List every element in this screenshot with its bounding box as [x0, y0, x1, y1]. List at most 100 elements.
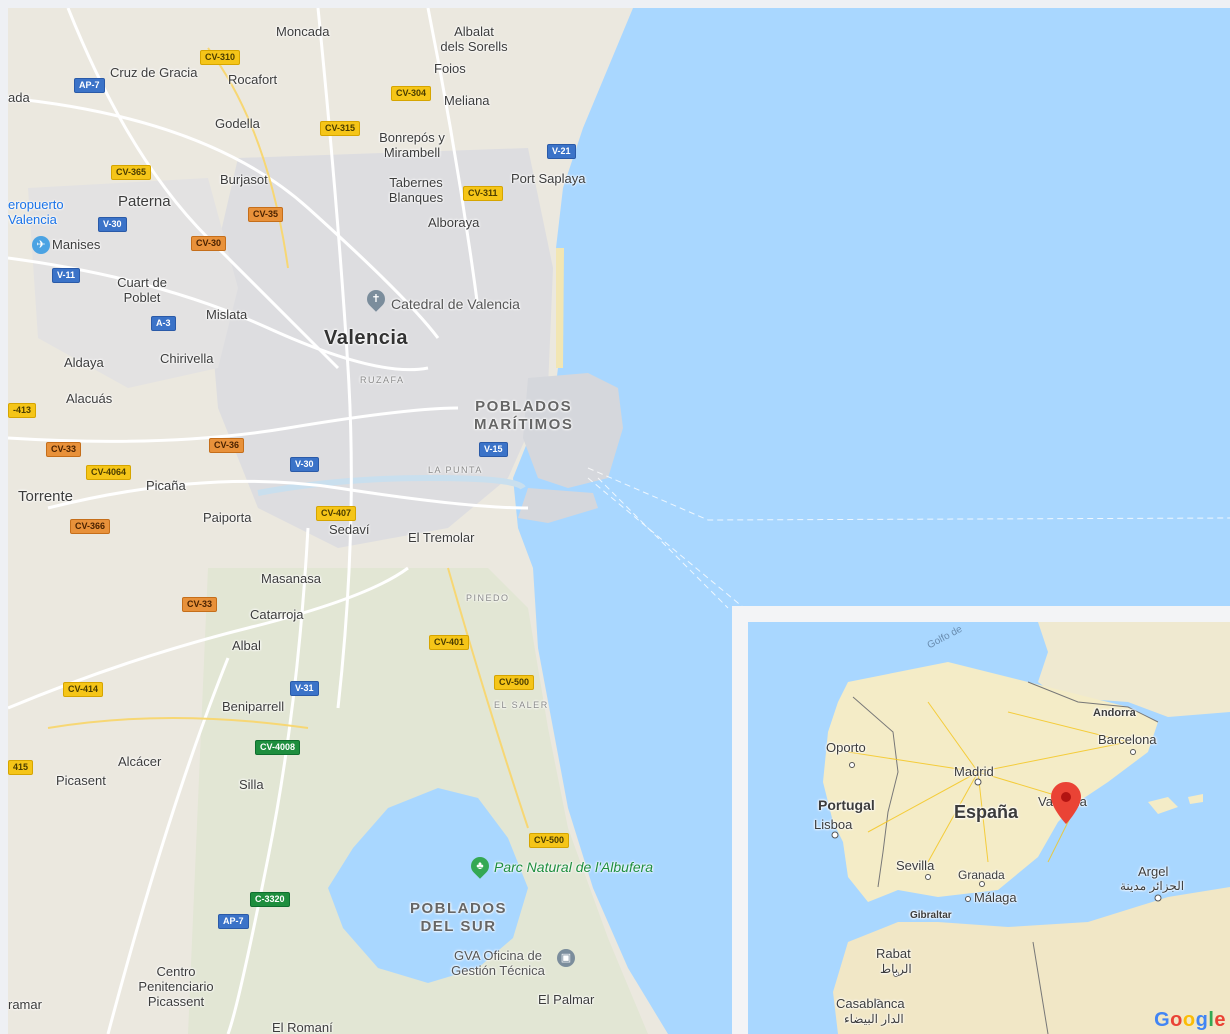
poi-gva-oficina[interactable]: GVA Oficina de Gestión Técnica — [451, 948, 545, 978]
district-pinedo: PINEDO — [466, 593, 510, 603]
road-shield: CV-35 — [248, 207, 284, 222]
place-chirivella: Chirivella — [160, 351, 214, 366]
inset-label-madrid: Madrid — [954, 764, 994, 779]
inset-label-oporto: Oporto — [826, 740, 866, 755]
place-meliana: Meliana — [444, 93, 490, 108]
road-shield: 415 — [8, 760, 34, 775]
place-albalat: Albalat dels Sorells — [440, 24, 508, 54]
inset-label-granada: Granada — [958, 868, 1005, 882]
road-shield: CV-365 — [111, 165, 152, 180]
inset-overview-panel[interactable]: Golfo de Andorra Barcelona Oporto Madrid… — [732, 606, 1230, 1034]
poi-albufera[interactable]: Parc Natural de l'Albufera — [494, 859, 654, 875]
road-shield: AP-7 — [74, 78, 105, 93]
district-poblados-maritimos: POBLADOS MARÍTIMOS — [474, 398, 574, 433]
road-shield: CV-366 — [70, 519, 111, 534]
road-shield: CV-500 — [494, 675, 535, 690]
place-el-palmar: El Palmar — [538, 992, 595, 1007]
district-poblados-del-sur: POBLADOS DEL SUR — [410, 900, 508, 935]
road-shield: V-21 — [547, 144, 576, 159]
inset-label-casablanca: Casablanca — [836, 996, 905, 1011]
park-icon[interactable]: ♣ — [467, 853, 493, 879]
inset-label-casablanca-ar: الدار البيضاء — [844, 1012, 904, 1026]
inset-label-rabat-ar: الرباط — [880, 962, 912, 976]
inset-label-portugal: Portugal — [818, 797, 875, 813]
district-la-punta: LA PUNTA — [428, 465, 483, 475]
place-tabernes: Tabernes Blanques — [388, 175, 444, 205]
inset-label-sevilla: Sevilla — [896, 858, 935, 873]
place-sedavi: Sedaví — [329, 522, 370, 537]
place-el-romani: El Romaní — [272, 1020, 333, 1034]
inset-label-malaga: Málaga — [974, 890, 1017, 905]
inset-label-barcelona: Barcelona — [1098, 732, 1157, 747]
place-torrente: Torrente — [18, 488, 74, 505]
inset-label-rabat: Rabat — [876, 946, 911, 961]
place-port-saplaya: Port Saplaya — [511, 171, 586, 186]
road-shield: CV-315 — [320, 121, 361, 136]
office-icon[interactable]: ▣ — [557, 949, 575, 967]
inset-label-lisboa: Lisboa — [814, 817, 853, 832]
inset-map[interactable]: Golfo de Andorra Barcelona Oporto Madrid… — [748, 622, 1230, 1034]
city-valencia: Valencia — [324, 327, 409, 349]
road-shield: CV-33 — [46, 442, 82, 457]
inset-label-argel-ar: الجزائر مدينة — [1120, 879, 1185, 893]
inset-label-andorra: Andorra — [1093, 707, 1136, 719]
road-shield: V-11 — [52, 268, 81, 283]
road-shield: CV-407 — [316, 506, 357, 521]
road-shield: C-3320 — [250, 892, 290, 907]
place-albal: Albal — [232, 638, 261, 653]
poi-catedral[interactable]: Catedral de Valencia — [391, 296, 520, 312]
district-ruzafa: RUZAFA — [360, 375, 405, 385]
road-shield: V-30 — [290, 457, 319, 472]
place-alcacer: Alcácer — [118, 754, 162, 769]
road-shield: CV-30 — [191, 236, 227, 251]
inset-label-argel: Argel — [1138, 864, 1169, 879]
place-alboraya: Alboraya — [428, 215, 480, 230]
place-godella: Godella — [215, 116, 260, 131]
road-shield: CV-304 — [391, 86, 432, 101]
road-shield: CV-4064 — [86, 465, 132, 480]
road-shield: CV-500 — [529, 833, 570, 848]
place-cuart-de-poblet: Cuart de Poblet — [117, 275, 167, 305]
place-paiporta: Paiporta — [203, 510, 252, 525]
place-masanasa: Masanasa — [261, 571, 321, 586]
place-cruz-de-gracia: Cruz de Gracia — [110, 65, 198, 80]
place-picasent: Picasent — [56, 773, 106, 788]
location-marker-icon[interactable] — [1051, 782, 1081, 824]
inset-label-gibraltar: Gibraltar — [910, 910, 952, 921]
district-el-saler: EL SALER — [494, 700, 549, 710]
road-shield: CV-414 — [63, 682, 104, 697]
place-aldaya: Aldaya — [64, 355, 104, 370]
road-shield: CV-311 — [463, 186, 503, 201]
road-shield: CV-401 — [429, 635, 470, 650]
place-burjasot: Burjasot — [220, 172, 268, 187]
road-shield: -413 — [8, 403, 37, 418]
place-manises: Manises — [52, 237, 101, 252]
google-logo: Google — [1154, 1009, 1226, 1031]
road-shield: CV-33 — [182, 597, 218, 612]
place-el-tremolar: El Tremolar — [408, 530, 475, 545]
place-rocafort: Rocafort — [228, 72, 278, 87]
road-shield: V-15 — [479, 442, 508, 457]
place-bonrepos: Bonrepós y Mirambell — [379, 130, 445, 160]
place-foios: Foios — [434, 61, 466, 76]
road-shield: V-31 — [290, 681, 319, 696]
place-silla: Silla — [239, 777, 264, 792]
place-paterna: Paterna — [118, 193, 171, 210]
airport-icon[interactable]: ✈ — [32, 236, 50, 254]
place-catarroja: Catarroja — [250, 607, 304, 622]
road-shield: V-30 — [98, 217, 127, 232]
place-moncada: Moncada — [276, 24, 330, 39]
main-map[interactable]: Moncada Albalat dels Sorells Cruz de Gra… — [8, 8, 1230, 1034]
road-shield: CV-4008 — [255, 740, 301, 755]
place-picana: Picaña — [146, 478, 186, 493]
road-shield: CV-310 — [200, 50, 241, 65]
road-shield: CV-36 — [209, 438, 245, 453]
road-shield: AP-7 — [218, 914, 249, 929]
inset-label-espana: España — [954, 802, 1019, 822]
church-icon[interactable]: ✝ — [363, 286, 389, 312]
place-beniparrell: Beniparrell — [222, 699, 285, 714]
place-ada: ada — [8, 90, 30, 105]
inset-terrain — [823, 622, 1230, 1034]
place-centro-penitenciario: Centro Penitenciario Picassent — [138, 964, 214, 1009]
place-aeropuerto: eropuerto Valencia — [8, 197, 64, 227]
